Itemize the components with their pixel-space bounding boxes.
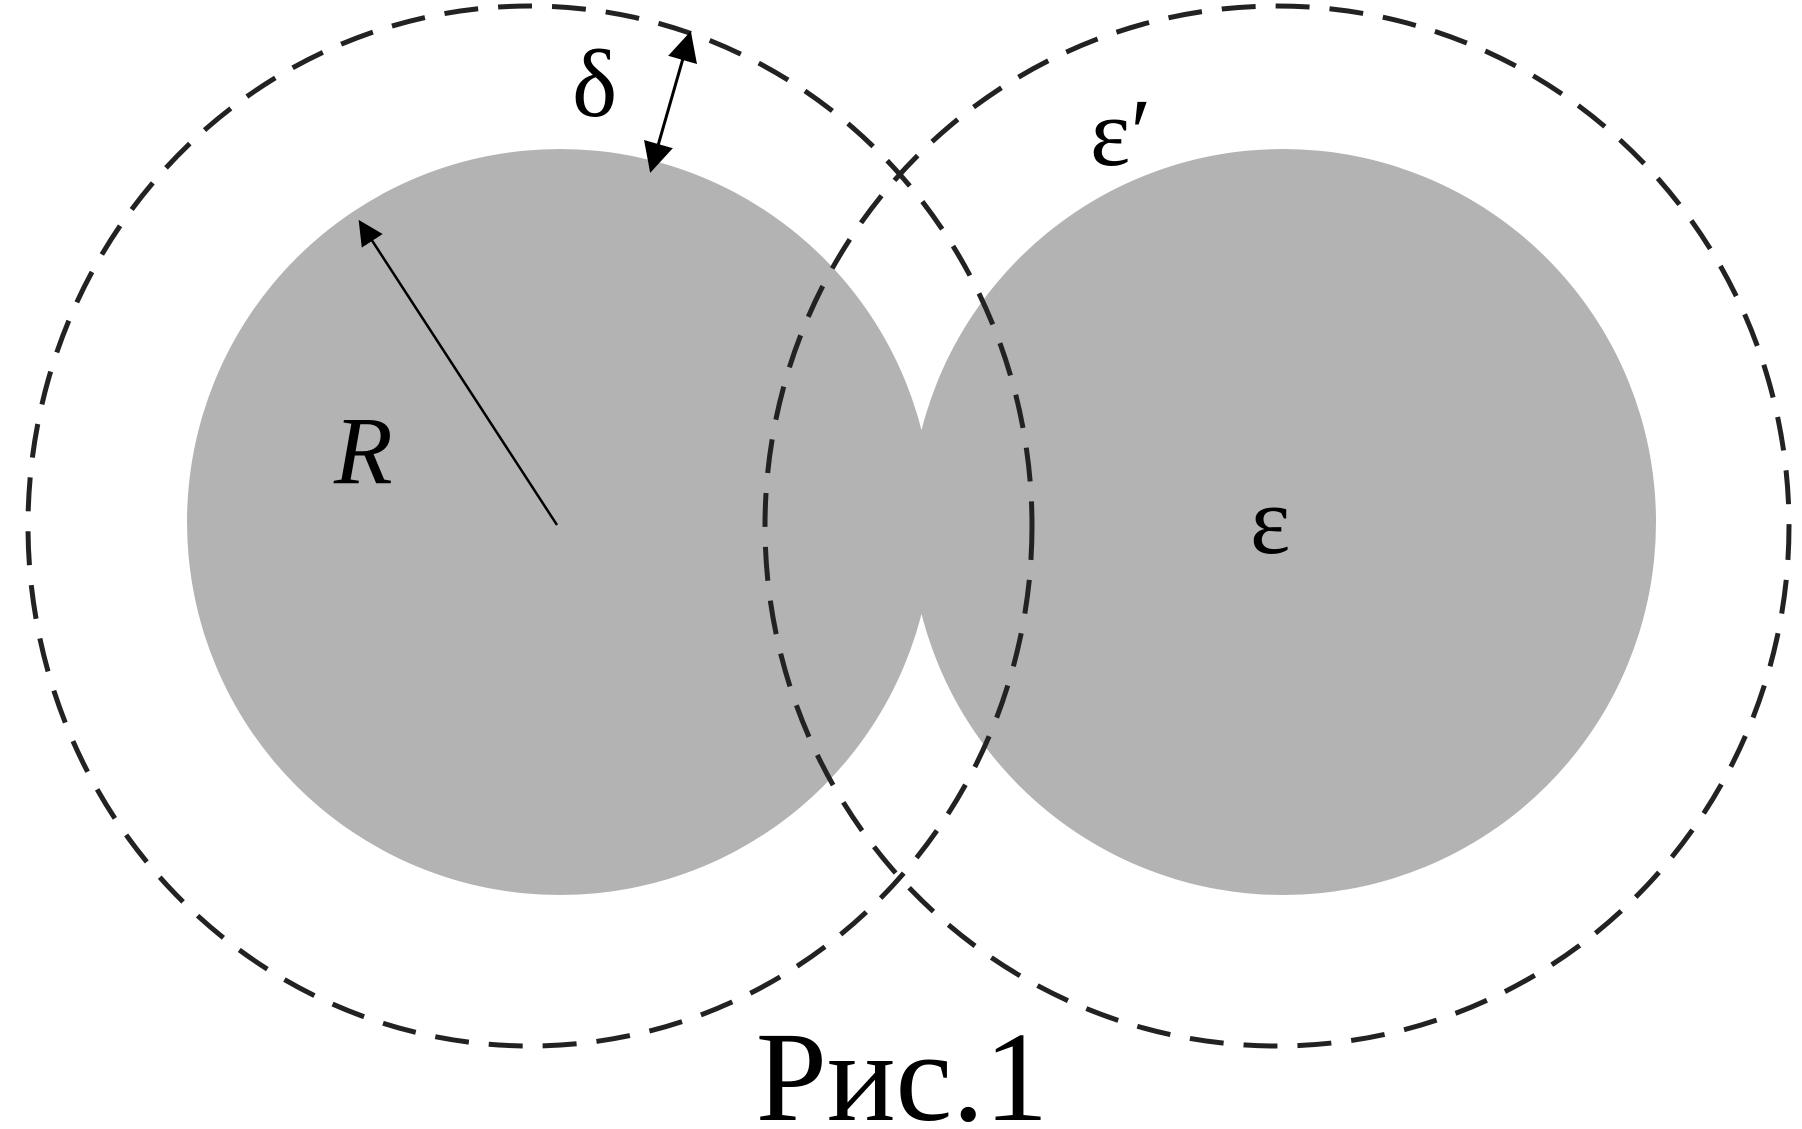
left-particle [187, 149, 933, 895]
right-particle [910, 149, 1656, 895]
shell-thickness-arrow [644, 31, 697, 173]
radius-arrow [358, 219, 559, 526]
epsilon-prime-label: ε′ [1090, 79, 1151, 186]
right-dashed-shell [762, 3, 1792, 1049]
figure-caption: Рис.1 [756, 1006, 1049, 1129]
delta-label: δ [572, 30, 617, 137]
epsilon-label: ε [1250, 467, 1290, 574]
radius-label: R [333, 397, 393, 504]
left-dashed-shell [25, 3, 1035, 1049]
